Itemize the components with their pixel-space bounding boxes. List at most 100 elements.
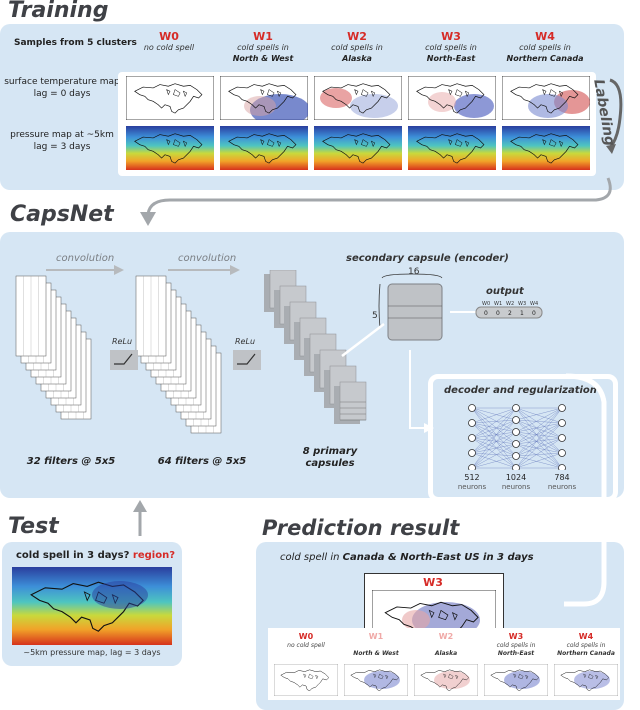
temp-map-w2 xyxy=(314,76,402,120)
prediction-cluster-w4-code: W4 xyxy=(578,632,594,641)
decoder-box xyxy=(428,374,618,502)
prediction-map-w2 xyxy=(414,664,478,696)
prediction-cluster-w2-code: W2 xyxy=(438,632,454,641)
neuron xyxy=(558,404,566,412)
temp-map-w0 xyxy=(126,76,214,120)
neuron xyxy=(468,464,476,470)
labeling-arrow xyxy=(604,78,632,154)
neuron xyxy=(512,404,520,412)
training-to-capsnet-arrow xyxy=(140,177,612,226)
dim-16: 16 xyxy=(408,267,420,277)
prediction-cluster-w3-code: W3 xyxy=(508,632,524,641)
training-cluster-w1-code: W1 xyxy=(253,30,273,43)
output-class-label: W3 xyxy=(518,301,526,307)
decoder-title: decoder and regularization xyxy=(444,385,597,396)
output-label: output xyxy=(486,286,524,297)
prediction-cluster-w4-line1: cold spells in xyxy=(566,642,606,649)
decoder-layer-2-unit: neurons xyxy=(547,483,577,491)
neuron xyxy=(468,404,476,412)
neuron xyxy=(468,419,476,427)
output-class-label: W0 xyxy=(482,301,490,307)
filters-stack-64 xyxy=(135,275,222,434)
neuron xyxy=(468,449,476,457)
capsnet-title: CapsNet xyxy=(10,202,114,227)
training-cluster-w3-line1: cold spells in xyxy=(425,43,477,52)
test-region-text: region? xyxy=(132,550,176,561)
prediction-cluster-w2-line2: Alaska xyxy=(434,650,458,657)
neuron xyxy=(512,440,520,448)
prediction-cluster-w1-line2: North & West xyxy=(353,650,399,657)
row2-lag: lag = 3 days xyxy=(33,142,91,152)
row1-lag: lag = 0 days xyxy=(33,89,91,99)
training-cluster-w1-line1: cold spells in xyxy=(237,43,289,52)
output-class-value: 1 xyxy=(520,310,524,317)
training-cluster-w4-line1: cold spells in xyxy=(519,43,571,52)
output-class-label: W4 xyxy=(530,301,538,307)
test-to-capsnet-arrow xyxy=(133,500,147,536)
neuron xyxy=(512,464,520,470)
neuron xyxy=(468,434,476,442)
training-title: Training xyxy=(8,0,109,23)
decoder-layer-0-unit: neurons xyxy=(457,483,487,491)
decoder-layer-1-count: 1024 xyxy=(505,473,527,482)
neuron xyxy=(558,449,566,457)
temp-map-w4 xyxy=(502,76,590,120)
prediction-map-w4 xyxy=(554,664,618,696)
prediction-cluster-w1-code: W1 xyxy=(368,632,384,641)
prediction-summary: cold spell in Canada & North-East US in … xyxy=(280,552,534,563)
prediction-cluster-w3-line1: cold spells in xyxy=(496,642,536,649)
training-cluster-w3-code: W3 xyxy=(441,30,461,43)
test-question: cold spell in 3 days? region? xyxy=(16,550,175,561)
temp-map-w1 xyxy=(220,76,308,120)
decoder-layer-2-count: 784 xyxy=(554,473,570,482)
output-class-value: 0 xyxy=(532,310,536,317)
temp-map-w3 xyxy=(408,76,496,120)
test-caption: ~5km pressure map, lag = 3 days xyxy=(23,648,161,657)
neuron xyxy=(558,464,566,470)
prediction-title: Prediction result xyxy=(262,516,460,540)
capsnet-to-prediction-arrow xyxy=(564,373,607,607)
pressure-map-w4 xyxy=(502,126,590,170)
test-question-text: cold spell in 3 days? xyxy=(16,550,130,561)
training-cluster-w2-line1: cold spells in xyxy=(331,43,383,52)
pressure-map-w2 xyxy=(314,126,402,170)
primary-capsule xyxy=(334,381,367,424)
relu-box-2 xyxy=(233,350,261,370)
prediction-cluster-w4-line2: Northern Canada xyxy=(557,650,615,657)
filters-stack-32 xyxy=(15,275,92,420)
secondary-capsule-label: secondary capsule (encoder) xyxy=(346,253,509,264)
secondary-capsule xyxy=(378,273,443,341)
convolution-arrows xyxy=(46,265,240,275)
neuron xyxy=(558,434,566,442)
convolution-label-2: convolution xyxy=(178,253,237,264)
output-class-value: 0 xyxy=(496,310,500,317)
prediction-summary-bold: Canada & North-East US in 3 days xyxy=(342,552,534,563)
prediction-map-w3 xyxy=(484,664,548,696)
filters-32-label: 32 filters @ 5x5 xyxy=(26,456,116,467)
pressure-map-w0 xyxy=(126,126,214,170)
pressure-map-w1 xyxy=(220,126,308,170)
decoder-network xyxy=(468,404,566,470)
prediction-cluster-w0-line1: no cold spell xyxy=(287,642,325,649)
training-cluster-w2-code: W2 xyxy=(347,30,367,43)
training-cluster-w1-line2: North & West xyxy=(232,54,294,63)
pressure-map-w3 xyxy=(408,126,496,170)
decoder-layer-1-unit: neurons xyxy=(501,483,531,491)
training-cluster-w4-line2: Northern Canada xyxy=(506,54,584,63)
neuron xyxy=(512,428,520,436)
capsules-to-secondary-arrow xyxy=(341,323,385,357)
test-title: Test xyxy=(8,514,59,539)
neuron xyxy=(558,419,566,427)
neuron xyxy=(512,416,520,424)
prediction-cluster-w3-line2: North-East xyxy=(497,650,535,657)
samples-label: Samples from 5 clusters xyxy=(14,38,137,48)
primary-capsules-label-1: 8 primary xyxy=(302,446,358,457)
relu-label-2: ReLu xyxy=(235,337,256,346)
output-class-label: W2 xyxy=(506,301,514,307)
relu-box-1 xyxy=(110,350,138,370)
decoder-layer-0-count: 512 xyxy=(464,473,480,482)
primary-capsules-label-2: capsules xyxy=(305,458,355,469)
relu-label-1: ReLu xyxy=(112,337,133,346)
primary-capsules xyxy=(264,270,367,424)
